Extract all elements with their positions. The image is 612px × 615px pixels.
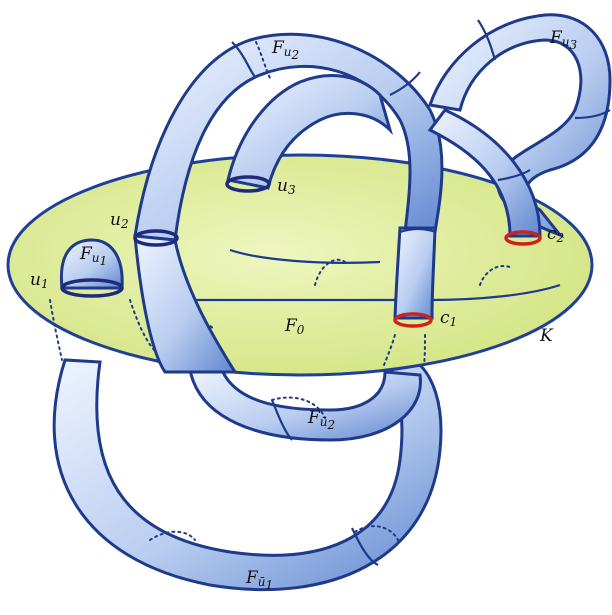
- label-f-ubar1: Fū1: [246, 568, 274, 592]
- tube-f-ubar2: [188, 368, 422, 442]
- label-u3: u3: [277, 176, 296, 197]
- label-c1: c1: [440, 308, 458, 329]
- disk-dotted-6: [383, 334, 396, 366]
- tube-inner-u3: [226, 74, 394, 190]
- circle-u2: [133, 229, 179, 247]
- seam-u2-right: [389, 71, 421, 96]
- tube-c1: [393, 226, 437, 320]
- seam-ubar2: [270, 399, 293, 441]
- circle-u3: [225, 175, 271, 193]
- disk-dotted-4: [49, 299, 63, 361]
- label-u2: u2: [110, 210, 129, 231]
- seam-bottom-left: [149, 530, 196, 541]
- seam-u3-top: [477, 19, 497, 61]
- circle-c1: [393, 312, 433, 328]
- seam-c1: [399, 227, 437, 234]
- disk-dotted-2: [314, 258, 346, 286]
- seam-u3-right: [574, 109, 611, 120]
- seam-ubar2-dots: [271, 396, 326, 419]
- lower-tube-u2: [133, 234, 238, 374]
- label-f-u1: Fu1: [80, 244, 108, 268]
- label-f-u3: Fu3: [550, 28, 578, 52]
- label-c2: c2: [547, 224, 565, 245]
- circle-c2: [504, 230, 542, 246]
- tube-f-u3: [428, 13, 612, 239]
- seam-u2-top-dots: [255, 41, 271, 79]
- label-f-ubar2: Fū2: [308, 408, 336, 432]
- label-f-u2: Fu2: [272, 38, 300, 62]
- seam-bottom-right: [354, 525, 399, 541]
- seam-bottom-right-rim: [351, 527, 379, 566]
- label-k: K: [540, 326, 553, 346]
- hidden-curve-3: [229, 248, 381, 264]
- seam-u2-top: [231, 41, 257, 79]
- cap-f-u1: [59, 238, 124, 290]
- seam-c2: [497, 169, 531, 182]
- label-u1: u1: [30, 270, 49, 291]
- hidden-curve-2: [429, 283, 561, 302]
- label-f0: F0: [285, 316, 305, 337]
- disk-dotted-3: [479, 265, 513, 286]
- disk-dotted-7: [423, 334, 426, 366]
- circle-u1: [60, 278, 124, 298]
